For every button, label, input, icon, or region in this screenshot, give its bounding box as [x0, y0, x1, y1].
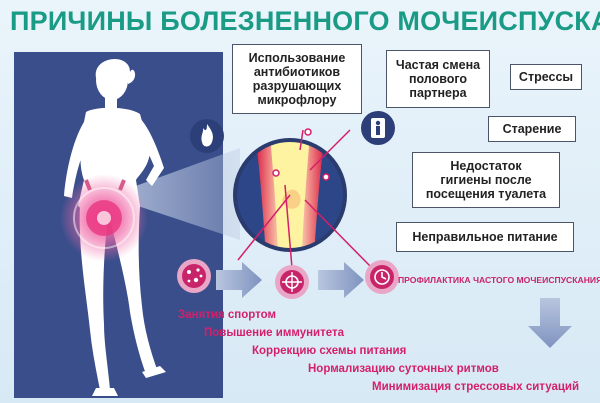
prevention-item: Минимизация стрессовых ситуаций: [372, 381, 580, 393]
cause-aging: Старение: [488, 116, 576, 142]
arrow-right-2: [318, 262, 364, 298]
target-icon: [275, 265, 309, 299]
restroom-icon: [361, 111, 395, 145]
prevention-item: Повышение иммунитета: [204, 327, 345, 339]
arrow-right-1: [216, 262, 262, 298]
cause-partner: Частая смена полового партнера: [386, 50, 490, 108]
bacteria-icon: [177, 259, 211, 293]
prevention-item: Нормализацию суточных ритмов: [308, 363, 499, 375]
zoom-beam: [108, 148, 240, 240]
woman-silhouette: [64, 59, 166, 396]
page-title: ПРИЧИНЫ БОЛЕЗНЕННОГО МОЧЕИСПУСКАНИЯ: [10, 6, 600, 36]
cause-nutrition: Неправильное питание: [396, 222, 574, 252]
prevention-heading: ПРОФИЛАКТИКА ЧАСТОГО МОЧЕИСПУСКАНИЯ: [398, 275, 600, 285]
cause-antibiotics: Использование антибиотиков разрушающих м…: [232, 44, 362, 114]
cause-stress: Стрессы: [510, 64, 582, 90]
connector-lines: [237, 129, 373, 269]
prevention-item: Занятия спортом: [178, 309, 276, 321]
prevention-item: Коррекцию схемы питания: [252, 345, 407, 357]
fire-icon: [190, 119, 224, 153]
cause-hygiene: Недостаток гигиены после посещения туале…: [412, 152, 560, 208]
clock-icon: [365, 260, 399, 294]
arrow-down: [528, 298, 572, 348]
